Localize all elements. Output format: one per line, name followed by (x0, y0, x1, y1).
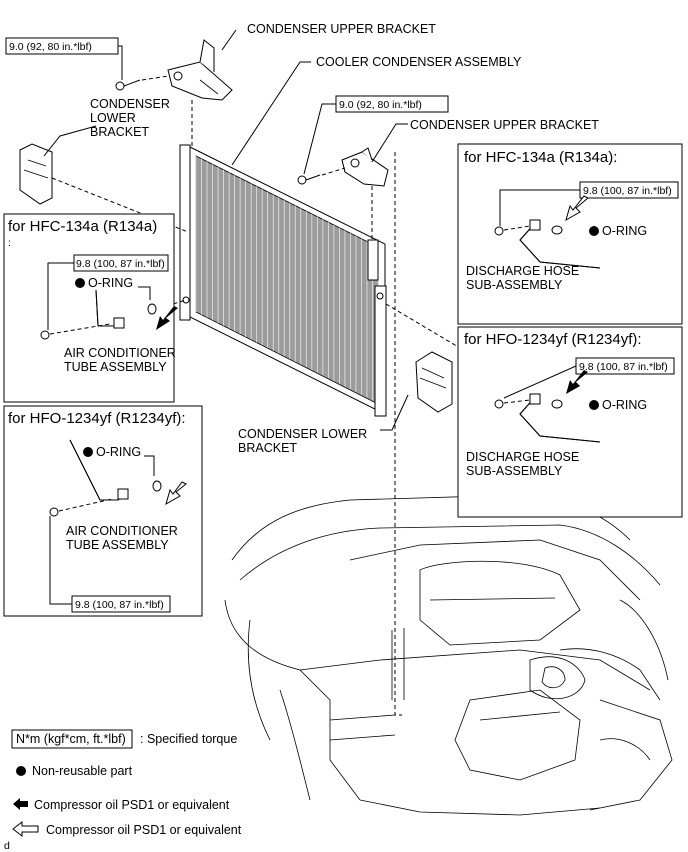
o-ring (152, 480, 162, 492)
panel-left-r1234yf-part-1: AIR CONDITIONER (66, 524, 178, 538)
torque-bracket-right: 9.0 (92, 80 in.*lbf) (339, 99, 422, 111)
panel-right-r1234yf: for HFO-1234yf (R1234yf): 9.8 (100, 87 i… (457, 326, 683, 518)
legend-non-reusable: Non-reusable part (32, 764, 133, 778)
legend: N*m (kgf*cm, ft.*lbf) : Specified torque… (4, 729, 242, 852)
o-ring (551, 225, 563, 235)
bolt (494, 399, 504, 409)
bolt (115, 79, 141, 91)
panel-left-r134a-part-1: AIR CONDITIONER (64, 346, 176, 360)
vehicle-body-sketch (224, 494, 673, 816)
bolt (494, 226, 504, 236)
svg-text::: : (8, 237, 11, 249)
panel-right-r134a-title: for HFC-134a (R134a): (464, 149, 617, 166)
panel-right-r1234yf-part-2: SUB-ASSEMBLY (466, 464, 563, 478)
condenser-lower-bracket-left (19, 143, 53, 205)
bolt (297, 174, 321, 185)
legend-torque-box (11, 729, 133, 749)
torque-hose-r1234yf: 9.8 (100, 87 in.*lbf) (579, 361, 668, 373)
panel-left-r134a-part-2: TUBE ASSEMBLY (64, 360, 167, 374)
panel-left-r1234yf: for HFO-1234yf (R1234yf): O-RING AIR CON… (3, 405, 203, 617)
oil-arrow-outline-icon (12, 820, 39, 838)
condenser-lower-bracket-center (415, 351, 453, 413)
condenser-upper-bracket-top (167, 39, 233, 101)
torque-bracket-left: 9.0 (92, 80 in.*lbf) (9, 41, 92, 53)
non-reusable-dot (589, 400, 599, 410)
torque-tube-r1234yf: 9.8 (100, 87 in.*lbf) (75, 599, 164, 611)
oil-arrow-filled-icon (156, 306, 178, 330)
panel-left-r134a-title: for HFC-134a (R134a) (8, 218, 157, 235)
cooler-condenser-assembly (179, 144, 387, 417)
panel-right-r1234yf-oring: O-RING (602, 398, 647, 412)
bolt (40, 330, 50, 340)
condenser-upper-bracket-right (341, 147, 389, 187)
o-ring (551, 399, 563, 409)
non-reusable-dot (75, 278, 85, 288)
panel-right-r134a: for HFC-134a (R134a): 9.8 (100, 87 in.*l… (457, 143, 683, 325)
non-reusable-dot (83, 447, 93, 457)
oil-arrow-filled-icon (13, 798, 28, 810)
panel-left-r1234yf-part-2: TUBE ASSEMBLY (66, 538, 169, 552)
panel-right-r1234yf-part-1: DISCHARGE HOSE (466, 450, 579, 464)
legend-oil-filled: Compressor oil PSD1 or equivalent (34, 798, 230, 812)
panel-left-r1234yf-title: for HFO-1234yf (R1234yf): (8, 410, 186, 427)
panel-left-r1234yf-oring: O-RING (96, 445, 141, 459)
non-reusable-dot (589, 226, 599, 236)
panel-right-r134a-part-2: SUB-ASSEMBLY (466, 278, 563, 292)
torque-hose-r134a: 9.8 (100, 87 in.*lbf) (583, 185, 672, 197)
footer-mark: d (4, 840, 10, 852)
label-condenser-lower-bracket-center-1: CONDENSER LOWER (238, 427, 367, 441)
legend-torque-box-text: N*m (kgf*cm, ft.*lbf) (16, 732, 126, 746)
panel-right-r1234yf-title: for HFO-1234yf (R1234yf): (464, 331, 642, 348)
oil-arrow-filled-icon (566, 370, 588, 394)
non-reusable-dot-icon (16, 766, 26, 776)
oil-arrow-outline-icon (565, 195, 589, 222)
panel-left-r134a-oring: O-RING (88, 276, 133, 290)
legend-oil-outline: Compressor oil PSD1 or equivalent (46, 823, 242, 837)
label-condenser-lower-bracket-left-3: BRACKET (90, 125, 149, 139)
label-condenser-upper-bracket-right: CONDENSER UPPER BRACKET (410, 118, 599, 132)
panel-right-r134a-part-1: DISCHARGE HOSE (466, 264, 579, 278)
oil-arrow-outline-icon (165, 481, 187, 506)
o-ring (147, 303, 157, 315)
label-condenser-upper-bracket-top: CONDENSER UPPER BRACKET (247, 22, 436, 36)
label-cooler-condenser-assembly: COOLER CONDENSER ASSEMBLY (316, 55, 522, 69)
panel-right-r134a-oring: O-RING (602, 224, 647, 238)
bolt (49, 507, 59, 517)
panel-left-r134a: for HFC-134a (R134a) : 9.8 (100, 87 in.*… (3, 213, 178, 403)
label-condenser-lower-bracket-center-2: BRACKET (238, 441, 297, 455)
legend-torque-text: : Specified torque (140, 732, 237, 746)
label-condenser-lower-bracket-left-2: LOWER (90, 111, 136, 125)
label-condenser-lower-bracket-left-1: CONDENSER (90, 97, 170, 111)
torque-tube-r134a: 9.8 (100, 87 in.*lbf) (76, 258, 165, 270)
